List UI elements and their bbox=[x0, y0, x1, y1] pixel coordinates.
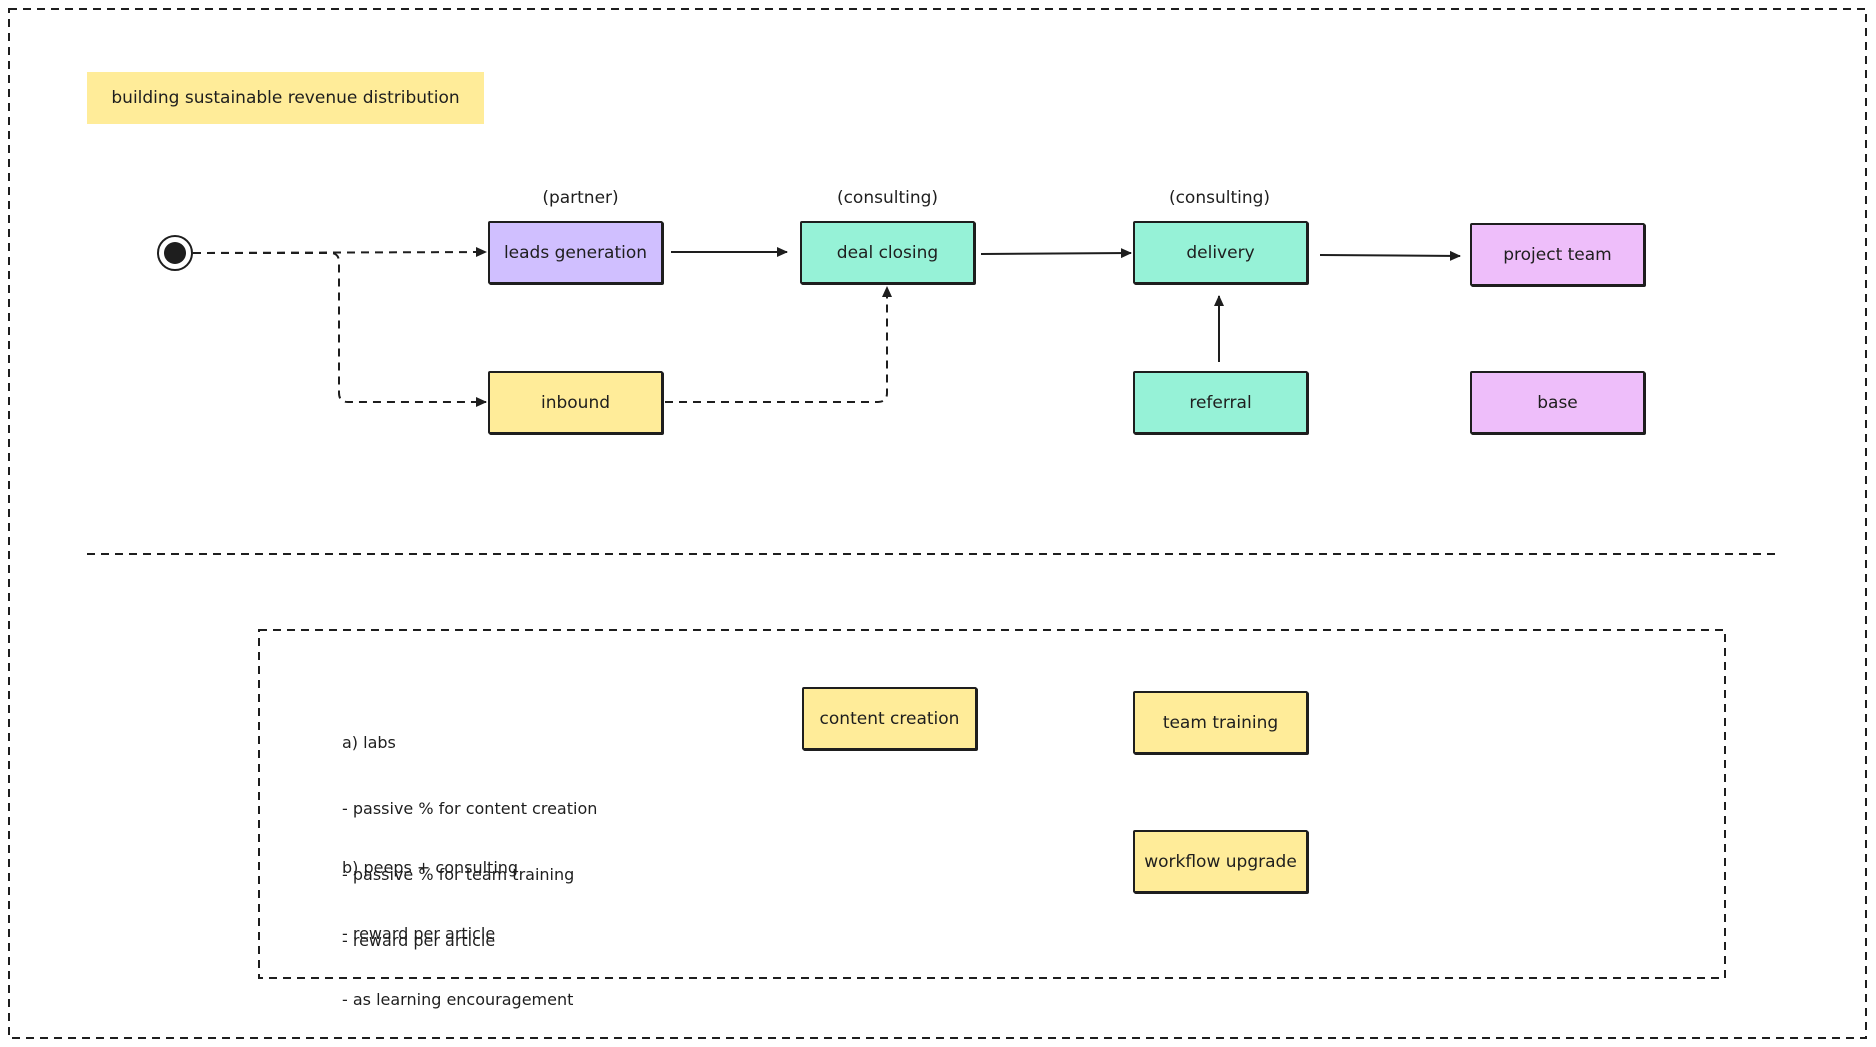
node-base[interactable]: base bbox=[1470, 371, 1645, 434]
notes-peeps: b) peeps + consulting - reward per artic… bbox=[342, 813, 573, 1033]
caption-delivery: (consulting) bbox=[1168, 188, 1271, 208]
start-node-ring bbox=[157, 235, 193, 271]
node-leads-generation[interactable]: leads generation bbox=[488, 221, 663, 284]
node-project-team[interactable]: project team bbox=[1470, 223, 1645, 286]
notes-peeps-line: b) peeps + consulting bbox=[342, 858, 519, 877]
node-deal-closing[interactable]: deal closing bbox=[800, 221, 975, 284]
arrow-delivery-to-project-team bbox=[1319, 250, 1461, 261]
box-workflow-upgrade[interactable]: workflow upgrade bbox=[1133, 830, 1308, 893]
arrow-deal-to-delivery bbox=[980, 248, 1132, 259]
box-team-training[interactable]: team training bbox=[1133, 691, 1308, 754]
node-referral[interactable]: referral bbox=[1133, 371, 1308, 434]
notes-labs-line: - reward per article bbox=[342, 931, 496, 950]
arrow-inbound-to-deal bbox=[665, 286, 892, 403]
notes-labs-line: a) labs bbox=[342, 733, 396, 752]
lower-frame bbox=[258, 629, 1726, 979]
outer-frame bbox=[8, 8, 1867, 1039]
node-inbound[interactable]: inbound bbox=[488, 371, 663, 434]
box-content-creation[interactable]: content creation bbox=[802, 687, 977, 750]
notes-peeps-line: - as learning encouragement bbox=[342, 990, 574, 1009]
title-sticky-note: building sustainable revenue distributio… bbox=[87, 72, 484, 124]
start-node-dot bbox=[164, 242, 186, 264]
notes-peeps-line: - reward per article bbox=[342, 924, 496, 943]
notes-labs-line: - passive % for content creation bbox=[342, 799, 598, 818]
caption-deal-closing: (consulting) bbox=[836, 188, 939, 208]
node-delivery[interactable]: delivery bbox=[1133, 221, 1308, 284]
notes-labs-line: - passive % for team training bbox=[342, 865, 575, 884]
caption-leads-generation: (partner) bbox=[542, 188, 619, 208]
arrow-start-to-inbound bbox=[193, 252, 487, 407]
notes-labs: a) labs - passive % for content creation… bbox=[342, 688, 597, 974]
